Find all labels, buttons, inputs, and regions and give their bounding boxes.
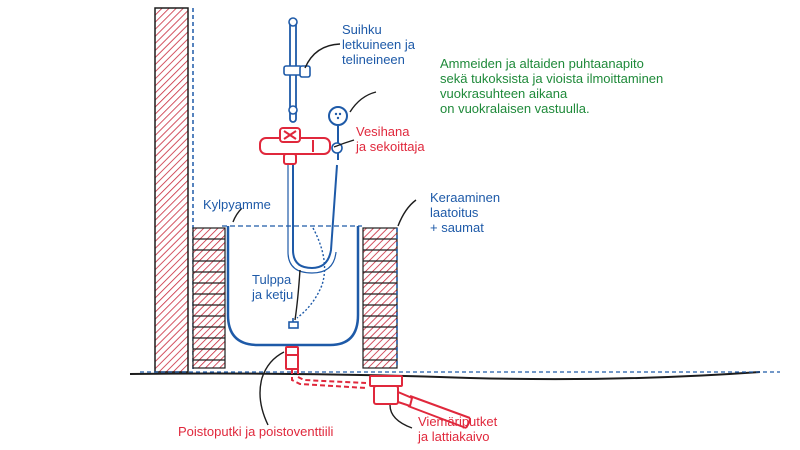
responsibility-note: Ammeiden ja altaiden puhtaanapito sekä t… — [440, 56, 664, 116]
label-plug: Tulppa ja ketju — [252, 272, 294, 302]
plug-chain — [296, 227, 326, 319]
label-bathtub: Kylpyamme — [203, 197, 271, 212]
floor-drain — [369, 375, 414, 408]
left-wall — [154, 7, 194, 373]
label-tiling: Keraaminen laatoitus + saumat — [430, 190, 501, 235]
floor — [129, 371, 780, 381]
tile-column-left — [192, 227, 226, 369]
tile-column-right — [362, 227, 398, 369]
plug — [288, 318, 299, 329]
shower-hose — [292, 158, 338, 270]
sewer-pipe — [407, 395, 471, 429]
drain-pipe — [285, 346, 367, 389]
label-sewer: Viemäriputket ja lattiakaivo — [418, 414, 498, 444]
label-faucet: Vesihana ja sekoittaja — [356, 124, 425, 154]
label-shower: Suihku letkuineen ja telineineen — [342, 22, 415, 67]
shower-rail — [283, 17, 311, 123]
faucet-mixer — [259, 127, 331, 165]
shower-hose-inner — [287, 158, 337, 274]
leader-lines — [232, 43, 417, 429]
bathtub — [222, 225, 362, 347]
label-drain-pipe: Poistoputki ja poistoventtiili — [178, 424, 334, 439]
